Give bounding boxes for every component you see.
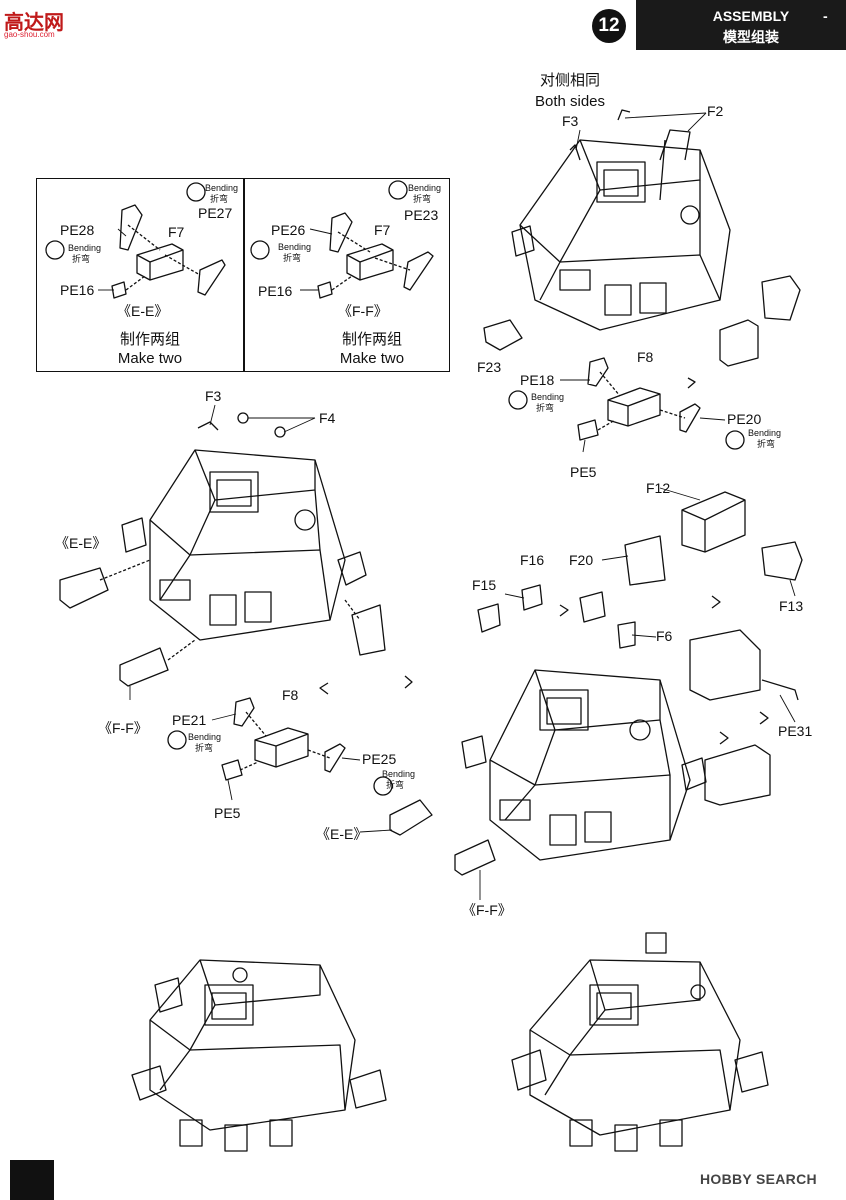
section-label-ff-right: 《F-F》 bbox=[462, 902, 512, 918]
part-label-pe16-left: PE16 bbox=[60, 282, 95, 298]
part-label-pe28: PE28 bbox=[60, 222, 95, 238]
make-two-cn-right: 制作两组 bbox=[341, 331, 402, 348]
bending-note-cn: 折弯 bbox=[413, 194, 432, 204]
part-label-pe16-right: PE16 bbox=[258, 283, 293, 299]
subassembly-f8-lower-drawing bbox=[167, 675, 413, 796]
section-label-ee-right: 《E-E》 bbox=[316, 826, 368, 842]
site-watermark: 高达网 bbox=[4, 12, 64, 34]
bending-note-en: Bending bbox=[531, 392, 565, 402]
part-label-f13: F13 bbox=[779, 598, 804, 614]
header-title-cn: 模型组装 bbox=[723, 29, 779, 45]
part-label-pe5-lower: PE5 bbox=[214, 805, 241, 821]
part-label-pe27: PE27 bbox=[198, 205, 233, 221]
site-watermark-url: gao-shou.com bbox=[4, 30, 55, 39]
part-label-f8-upper: F8 bbox=[637, 349, 654, 365]
part-label-f2: F2 bbox=[707, 103, 724, 119]
part-label-f7-left: F7 bbox=[168, 224, 185, 240]
footer-page-block bbox=[10, 1160, 54, 1200]
part-label-f6: F6 bbox=[656, 628, 673, 644]
bending-note-cn: 折弯 bbox=[210, 194, 229, 204]
subassembly-box-divider bbox=[243, 178, 245, 372]
section-label-ff: 《F-F》 bbox=[338, 303, 388, 319]
part-label-pe18: PE18 bbox=[520, 372, 555, 388]
subassembly-ee-drawing bbox=[45, 182, 226, 299]
bending-note-en: Bending bbox=[748, 428, 782, 438]
bending-note-en: Bending bbox=[205, 183, 239, 193]
turret-right-middle-drawing bbox=[389, 629, 799, 876]
bending-note-cn: 折弯 bbox=[283, 253, 302, 263]
part-label-f3-left: F3 bbox=[205, 388, 222, 404]
both-sides-en: Both sides bbox=[534, 93, 606, 110]
header-title-en: ASSEMBLY bbox=[712, 8, 790, 24]
part-label-f7-right: F7 bbox=[374, 222, 391, 238]
both-sides-cn: 对侧相同 bbox=[539, 72, 600, 89]
part-label-pe20: PE20 bbox=[727, 411, 762, 427]
make-two-cn-left: 制作两组 bbox=[119, 331, 180, 348]
header-dash: - bbox=[823, 8, 828, 24]
bending-note-cn: 折弯 bbox=[757, 439, 776, 449]
turret-left-middle-drawing bbox=[59, 412, 386, 687]
completed-turret-left-drawing bbox=[131, 959, 387, 1152]
part-label-pe5-upper: PE5 bbox=[570, 464, 597, 480]
subassembly-f12-drawing bbox=[477, 491, 803, 649]
bending-note-en: Bending bbox=[188, 732, 222, 742]
bending-note-cn: 折弯 bbox=[536, 403, 555, 413]
header-bar bbox=[636, 0, 846, 50]
completed-turret-right-drawing bbox=[511, 932, 769, 1152]
part-label-f23: F23 bbox=[477, 359, 502, 375]
make-two-en-left: Make two bbox=[117, 350, 183, 367]
part-label-f8-lower: F8 bbox=[282, 687, 299, 703]
turret-upper-right-drawing bbox=[483, 109, 801, 367]
footer-logo: HOBBY SEARCH bbox=[700, 1171, 817, 1187]
bending-note-en: Bending bbox=[278, 242, 312, 252]
section-label-ee-left: 《E-E》 bbox=[55, 535, 107, 551]
section-label-ee: 《E-E》 bbox=[117, 303, 169, 319]
part-label-pe31: PE31 bbox=[778, 723, 813, 739]
subassembly-ff-drawing bbox=[250, 180, 434, 299]
bending-note-cn: 折弯 bbox=[72, 254, 91, 264]
part-label-f20: F20 bbox=[569, 552, 594, 568]
part-label-pe26: PE26 bbox=[271, 222, 306, 238]
bending-note-cn: 折弯 bbox=[386, 780, 405, 790]
part-label-f4: F4 bbox=[319, 410, 336, 426]
part-label-f12: F12 bbox=[646, 480, 671, 496]
bending-note-cn: 折弯 bbox=[195, 743, 214, 753]
make-two-en-right: Make two bbox=[339, 350, 405, 367]
leader-lines bbox=[98, 112, 796, 900]
bending-note-en: Bending bbox=[382, 769, 416, 779]
part-label-pe23: PE23 bbox=[404, 207, 439, 223]
part-label-pe21: PE21 bbox=[172, 712, 207, 728]
bending-note-en: Bending bbox=[68, 243, 102, 253]
part-label-f3-upper: F3 bbox=[562, 113, 579, 129]
part-label-pe25: PE25 bbox=[362, 751, 397, 767]
part-label-f16: F16 bbox=[520, 552, 545, 568]
part-label-f15: F15 bbox=[472, 577, 497, 593]
bending-note-en: Bending bbox=[408, 183, 442, 193]
step-number-badge: 12 bbox=[592, 9, 626, 43]
section-label-ff-left: 《F-F》 bbox=[98, 720, 148, 736]
